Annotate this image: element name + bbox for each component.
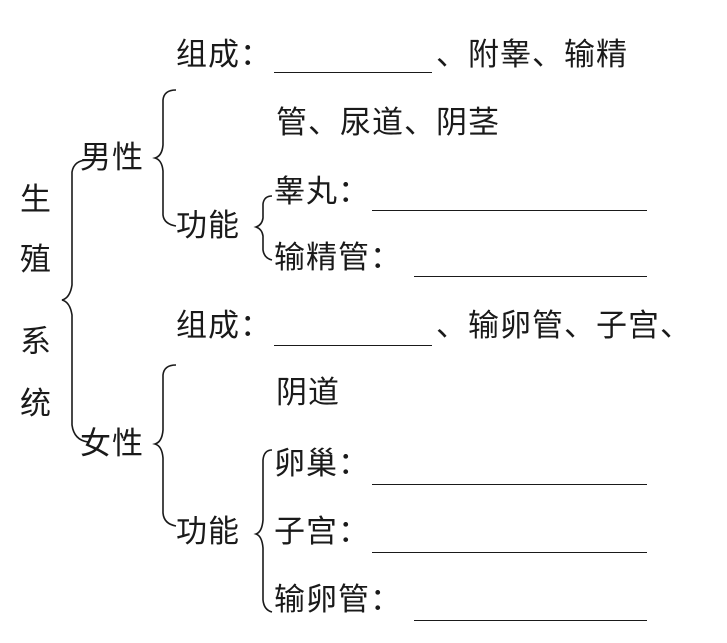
female-composition-text-line1: 、输卵管、子宫、 [436, 308, 692, 344]
female-function-item-label: 输卵管： [274, 582, 402, 618]
male-brace [152, 89, 177, 227]
female-composition-text-line2: 阴道 [276, 375, 340, 411]
male-composition-text-line1: 、附睾、输精 [436, 37, 628, 73]
male-composition-label: 组成： [176, 37, 272, 73]
female-label: 女性 [80, 426, 144, 462]
female-function-label: 功能 [176, 514, 240, 550]
male-composition-text-line2: 管、尿道、阴茎 [276, 105, 500, 141]
female-composition-blank[interactable] [274, 345, 432, 346]
female-composition-label: 组成： [176, 308, 272, 344]
male-function-blank-testis[interactable] [372, 210, 647, 211]
female-function-blank-oviduct[interactable] [414, 620, 647, 621]
female-function-blank-uterus[interactable] [372, 552, 647, 553]
female-function-brace [253, 449, 273, 613]
female-function-item-label: 卵巢： [274, 446, 370, 482]
female-function-blank-ovary[interactable] [372, 484, 647, 485]
root-char: 系 [20, 324, 51, 360]
male-function-label: 功能 [176, 208, 240, 244]
female-brace [152, 364, 177, 527]
male-label: 男性 [80, 140, 144, 176]
male-function-item-label: 睾丸： [274, 174, 370, 210]
root-char: 生 [20, 182, 51, 218]
male-function-brace [253, 195, 273, 261]
root-brace [61, 159, 89, 443]
root-char: 统 [20, 386, 51, 422]
female-function-item-label: 子宫： [274, 514, 370, 550]
root-char: 殖 [20, 242, 51, 278]
male-composition-blank[interactable] [274, 72, 432, 73]
male-function-blank-vas-deferens[interactable] [414, 276, 647, 277]
male-function-item-label: 输精管： [274, 240, 402, 276]
